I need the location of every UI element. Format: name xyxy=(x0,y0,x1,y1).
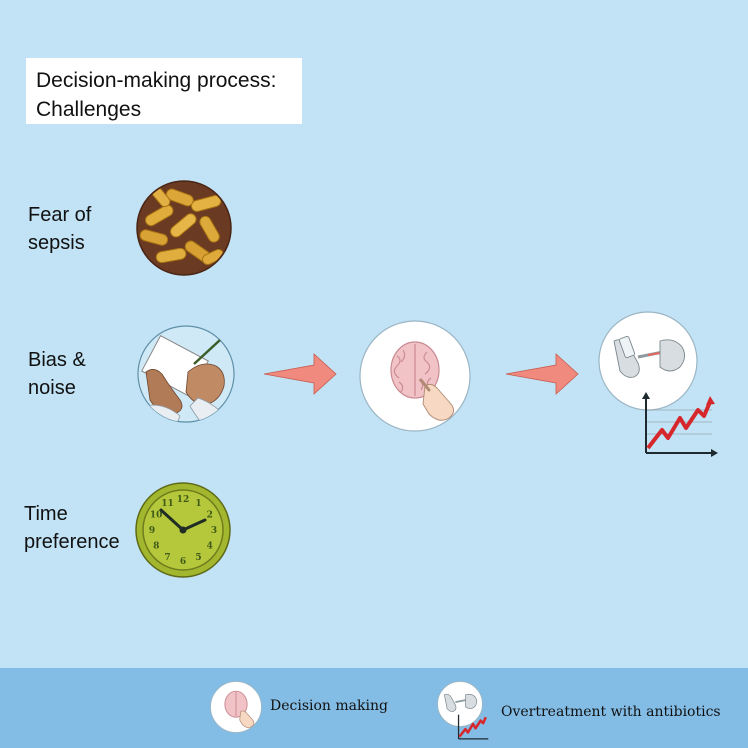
challenge-label-line-2: noise xyxy=(28,377,76,399)
clock-numeral: 4 xyxy=(207,542,213,552)
clock-numeral: 5 xyxy=(195,553,201,563)
legend-footer xyxy=(0,668,748,748)
challenge-label-line-1: Fear of xyxy=(28,204,92,226)
clock-numeral: 7 xyxy=(164,553,170,563)
legend-injection-icon xyxy=(437,681,483,727)
clock-numeral: 6 xyxy=(180,557,186,567)
clock-numeral: 10 xyxy=(150,511,163,521)
bacteria-icon xyxy=(136,180,232,276)
decision-making-icon xyxy=(359,320,471,432)
challenge-label-sepsis: Fear of sepsis xyxy=(28,201,91,257)
legend-decision-label: Decision making xyxy=(270,698,388,714)
legend-decision-icon xyxy=(210,681,262,733)
challenge-label-line-1: Bias & xyxy=(28,349,86,371)
flow-arrow-1 xyxy=(263,353,337,395)
writing-hand-icon xyxy=(137,325,235,423)
challenge-label-line-2: sepsis xyxy=(28,232,85,254)
legend-overtreatment-label: Overtreatment with antibiotics xyxy=(501,704,721,720)
legend-trend-icon xyxy=(457,714,489,740)
clock-numeral: 8 xyxy=(153,542,159,552)
challenge-label-bias: Bias & noise xyxy=(28,346,86,402)
clock-numeral: 12 xyxy=(177,495,190,505)
flow-arrow-2 xyxy=(505,353,579,395)
challenge-label-line-2: preference xyxy=(24,531,120,553)
clock-numeral: 3 xyxy=(211,526,217,536)
clock-numeral: 2 xyxy=(207,511,213,521)
antibiotic-injection-icon xyxy=(598,311,698,411)
challenge-label-time: Time preference xyxy=(24,500,120,556)
rising-trend-chart-icon xyxy=(642,392,718,457)
title-line-2: Challenges xyxy=(36,98,142,121)
clock-numeral: 9 xyxy=(149,526,155,536)
title-box: Decision-making process: Challenges xyxy=(26,58,302,124)
clock-numeral: 1 xyxy=(195,499,201,509)
challenge-label-line-1: Time xyxy=(24,503,68,525)
clock-numeral: 11 xyxy=(161,499,174,509)
title-line-1: Decision-making process: xyxy=(36,69,277,92)
